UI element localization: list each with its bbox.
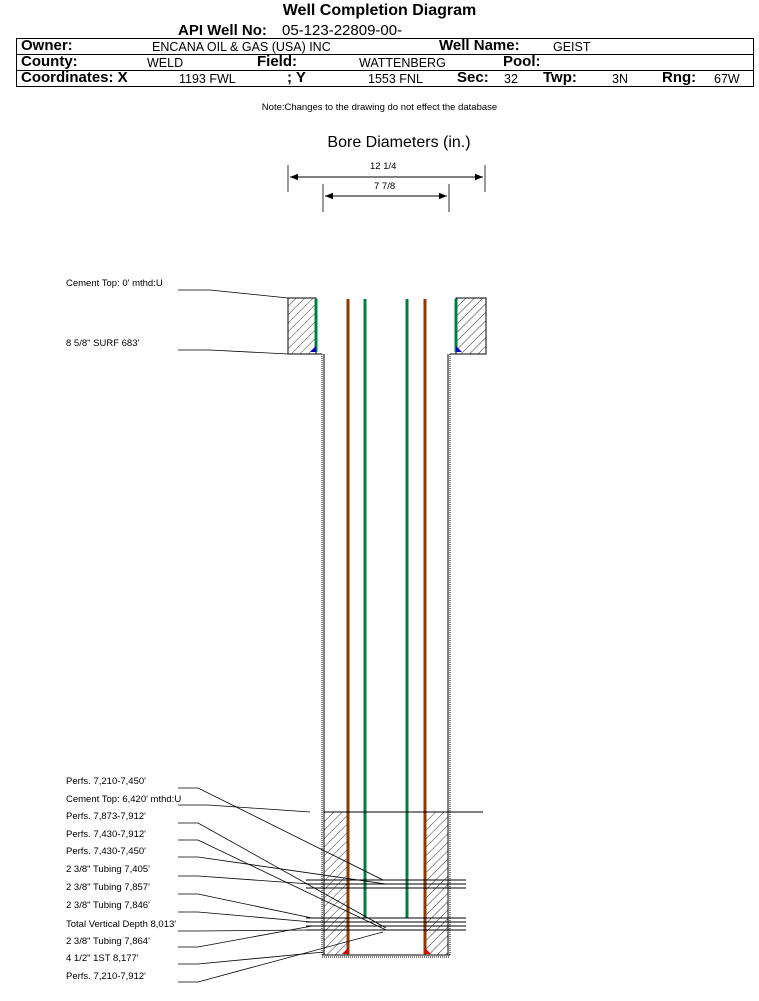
rng-value: 67W: [714, 72, 740, 86]
annotation-item: Cement Top: 6,420' mthd:U: [66, 794, 182, 805]
county-value: WELD: [147, 56, 184, 70]
wellname-label: Well Name:: [439, 37, 520, 54]
tubing-green: [363, 299, 409, 918]
owner-value: ENCANA OIL & GAS (USA) INC: [152, 40, 331, 54]
annotation-item: Perfs. 7,430-7,912': [66, 829, 146, 840]
leader-lines-bottom: [178, 787, 387, 983]
annotation-item: Perfs. 7,210-7,912': [66, 971, 146, 982]
pool-label: Pool:: [503, 53, 541, 70]
annotation-cement-top-surface: Cement Top: 0' mthd:U: [66, 278, 163, 289]
surface-cement: [287, 297, 487, 355]
dimension-lines: [287, 165, 486, 212]
owner-label: Owner:: [21, 37, 73, 54]
leader-lines-top: [178, 289, 289, 355]
coordx-label: Coordinates: X: [21, 69, 128, 86]
coordy-label: ; Y: [287, 69, 306, 86]
twp-label: Twp:: [543, 69, 577, 86]
diagram-title: Well Completion Diagram: [282, 2, 477, 19]
api-value: 05-123-22809-00-: [282, 22, 403, 39]
annotation-item: 4 1/2" 1ST 8,177': [66, 953, 139, 964]
bore-inner-label: 7 7/8: [374, 181, 396, 192]
header-row-coords: Coordinates: X 1193 FWL ; Y 1553 FNL Sec…: [16, 70, 754, 87]
api-label: API Well No:: [178, 22, 267, 39]
annotation-item: Perfs. 7,430-7,450': [66, 846, 146, 857]
surface-casing-green: [314, 299, 458, 352]
annotation-item: Total Vertical Depth 8,013': [66, 919, 177, 930]
sec-label: Sec:: [457, 69, 489, 86]
note-text: Note:Changes to the drawing do not effec…: [261, 102, 498, 113]
coordx-value: 1193 FWL: [179, 72, 236, 86]
twp-value: 3N: [612, 72, 628, 86]
annotation-surface-casing: 8 5/8" SURF 683': [66, 338, 140, 349]
county-label: County:: [21, 53, 78, 70]
perforation-lines: [306, 811, 483, 931]
header-row-owner: Owner: ENCANA OIL & GAS (USA) INC Well N…: [16, 38, 754, 54]
annotation-item: Perfs. 7,210-7,450': [66, 776, 146, 787]
annotation-item: Perfs. 7,873-7,912': [66, 811, 146, 822]
sec-value: 32: [504, 72, 518, 86]
casing-shoes: [310, 346, 462, 954]
rng-label: Rng:: [662, 69, 697, 86]
annotation-item: 2 3/8" Tubing 7,857': [66, 882, 150, 893]
annotation-item: 2 3/8" Tubing 7,846': [66, 900, 150, 911]
bore-diameters-title: Bore Diameters (in.): [327, 134, 471, 151]
field-label: Field:: [257, 53, 297, 70]
wellname-value: GEIST: [553, 40, 591, 54]
production-casing-brown: [346, 299, 427, 954]
annotation-item: 2 3/8" Tubing 7,405': [66, 864, 150, 875]
coordy-value: 1553 FNL: [368, 72, 423, 86]
field-value: WATTENBERG: [359, 56, 446, 70]
annotation-item: 2 3/8" Tubing 7,864': [66, 936, 150, 947]
bore-outer-label: 12 1/4: [370, 161, 397, 172]
header-row-county: County: WELD Field: WATTENBERG Pool:: [16, 54, 754, 70]
